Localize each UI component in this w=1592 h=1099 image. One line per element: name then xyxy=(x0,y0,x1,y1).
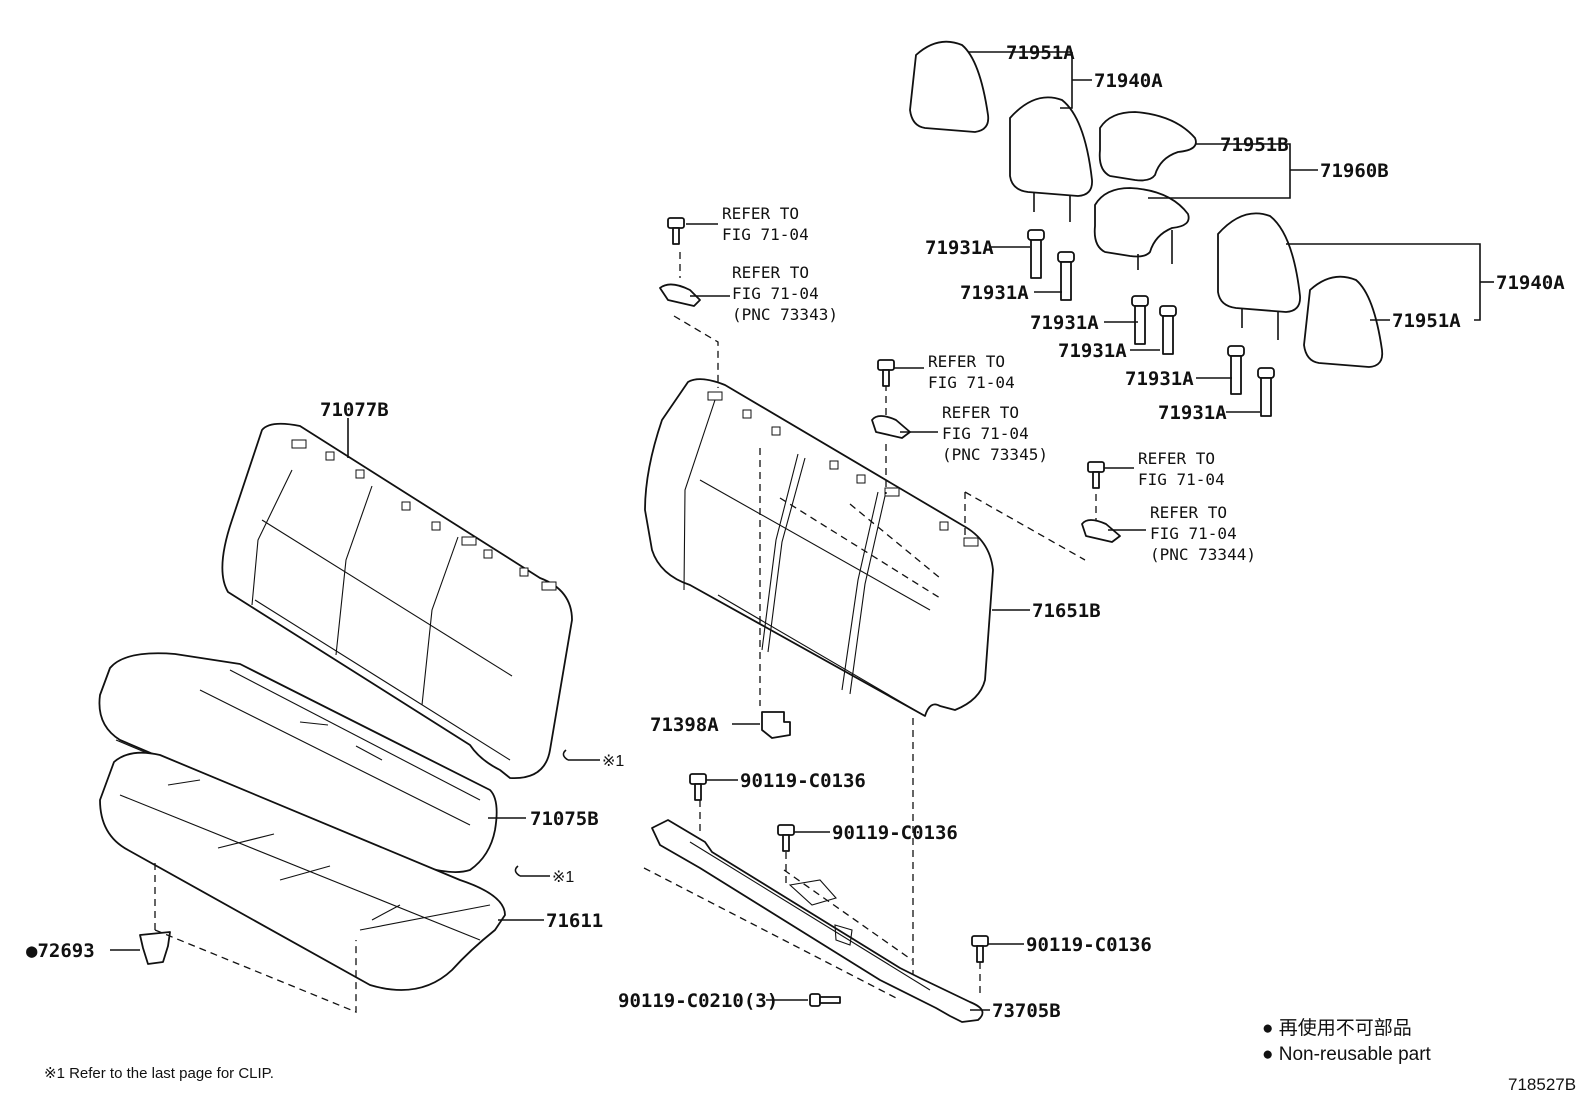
label-71940A-right: 71940A xyxy=(1496,272,1565,294)
label-71931A-4: 71931A xyxy=(1058,340,1127,362)
ref-4-line-2: FIG 71-04 xyxy=(942,424,1029,443)
ref-6-line-1: REFER TO xyxy=(1150,503,1227,522)
clip-marker-2: ※1 xyxy=(552,869,574,886)
seat-cushion-pad-71611 xyxy=(99,751,506,991)
ref-3-line-2: FIG 71-04 xyxy=(928,373,1015,392)
guide-ref-1 xyxy=(673,315,719,388)
guide-pad-mid xyxy=(849,503,941,579)
reference-notes: REFER TO FIG 71-04 REFER TO FIG 71-04 (P… xyxy=(722,204,1256,564)
hook-71398A-icon xyxy=(761,711,791,739)
legend-line-english: ● Non-reusable part xyxy=(1262,1044,1432,1065)
ref-3-line-1: REFER TO xyxy=(928,352,1005,371)
clip-72693-icon xyxy=(139,931,171,965)
label-71960B: 71960B xyxy=(1320,160,1389,182)
guide-ref-6 xyxy=(964,491,1086,561)
footnote: ※1 Refer to the last page for CLIP. xyxy=(44,1065,274,1082)
seatback-cover-71077B xyxy=(221,422,573,779)
label-72693: ●72693 xyxy=(26,940,95,962)
ref-2-line-1: REFER TO xyxy=(732,263,809,282)
label-71611: 71611 xyxy=(546,910,603,932)
ref-6-line-3: (PNC 73344) xyxy=(1150,545,1256,564)
frame-guides xyxy=(643,867,913,1001)
seatback-pad-71651B xyxy=(644,378,994,717)
label-71077B: 71077B xyxy=(320,399,389,421)
label-71951B: 71951B xyxy=(1220,134,1289,156)
label-71931A-1: 71931A xyxy=(925,237,994,259)
label-71940A-top: 71940A xyxy=(1094,70,1163,92)
clip-marker-1: ※1 xyxy=(602,753,624,770)
ref-1-line-2: FIG 71-04 xyxy=(722,225,809,244)
label-71075B: 71075B xyxy=(530,808,599,830)
label-71931A-6: 71931A xyxy=(1158,402,1227,424)
label-71398A: 71398A xyxy=(650,714,719,736)
label-71651B: 71651B xyxy=(1032,600,1101,622)
part-labels: 71951A 71940A 71951B 71960B 71931A 71931… xyxy=(26,42,1565,1022)
guide-pad-diag xyxy=(779,497,941,599)
legend: ● 再使用不可部品 ● Non-reusable part xyxy=(1262,1017,1432,1065)
ref-2-line-2: FIG 71-04 xyxy=(732,284,819,303)
label-90119-C0136-2: 90119-C0136 xyxy=(832,822,958,844)
label-90119-C0136-3: 90119-C0136 xyxy=(1026,934,1152,956)
label-71951A-top: 71951A xyxy=(1006,42,1075,64)
ref-4-line-1: REFER TO xyxy=(942,403,1019,422)
clip-markers: ※1 ※1 xyxy=(552,753,624,886)
ref-6-line-2: FIG 71-04 xyxy=(1150,524,1237,543)
headrest-71960B xyxy=(1093,187,1190,270)
label-71931A-5: 71931A xyxy=(1125,368,1194,390)
clip-symbols xyxy=(514,749,600,877)
label-71931A-3: 71931A xyxy=(1030,312,1099,334)
headrest-support-icons xyxy=(1027,229,1275,417)
seat-cushion-cover-71075B xyxy=(98,652,498,873)
label-73705B: 73705B xyxy=(992,1000,1061,1022)
ref-2-line-3: (PNC 73343) xyxy=(732,305,838,324)
leader-lines xyxy=(110,51,1494,1011)
bolt-icons xyxy=(667,217,1105,1007)
label-90119-C0136-1: 90119-C0136 xyxy=(740,770,866,792)
headrest-71940A-top xyxy=(1009,96,1093,222)
ref-4-line-3: (PNC 73345) xyxy=(942,445,1048,464)
label-71931A-2: 71931A xyxy=(960,282,1029,304)
legend-line-japanese: ● 再使用不可部品 xyxy=(1262,1017,1412,1039)
clip-72693-guide xyxy=(154,858,357,1013)
headrest-71951B xyxy=(1098,111,1197,182)
figure-id: 718527B xyxy=(1508,1075,1576,1094)
headrest-71951A-top xyxy=(909,40,990,133)
frame-73705B xyxy=(651,819,984,1023)
label-90119-C0210: 90119-C0210(3) xyxy=(618,990,778,1012)
headrest-71940A-right xyxy=(1217,212,1301,340)
ref-5-line-1: REFER TO xyxy=(1138,449,1215,468)
headrest-71951A-right xyxy=(1303,275,1384,368)
ref-1-line-1: REFER TO xyxy=(722,204,799,223)
label-71951A-right: 71951A xyxy=(1392,310,1461,332)
escutcheon-icons xyxy=(659,283,1121,543)
ref-5-line-2: FIG 71-04 xyxy=(1138,470,1225,489)
